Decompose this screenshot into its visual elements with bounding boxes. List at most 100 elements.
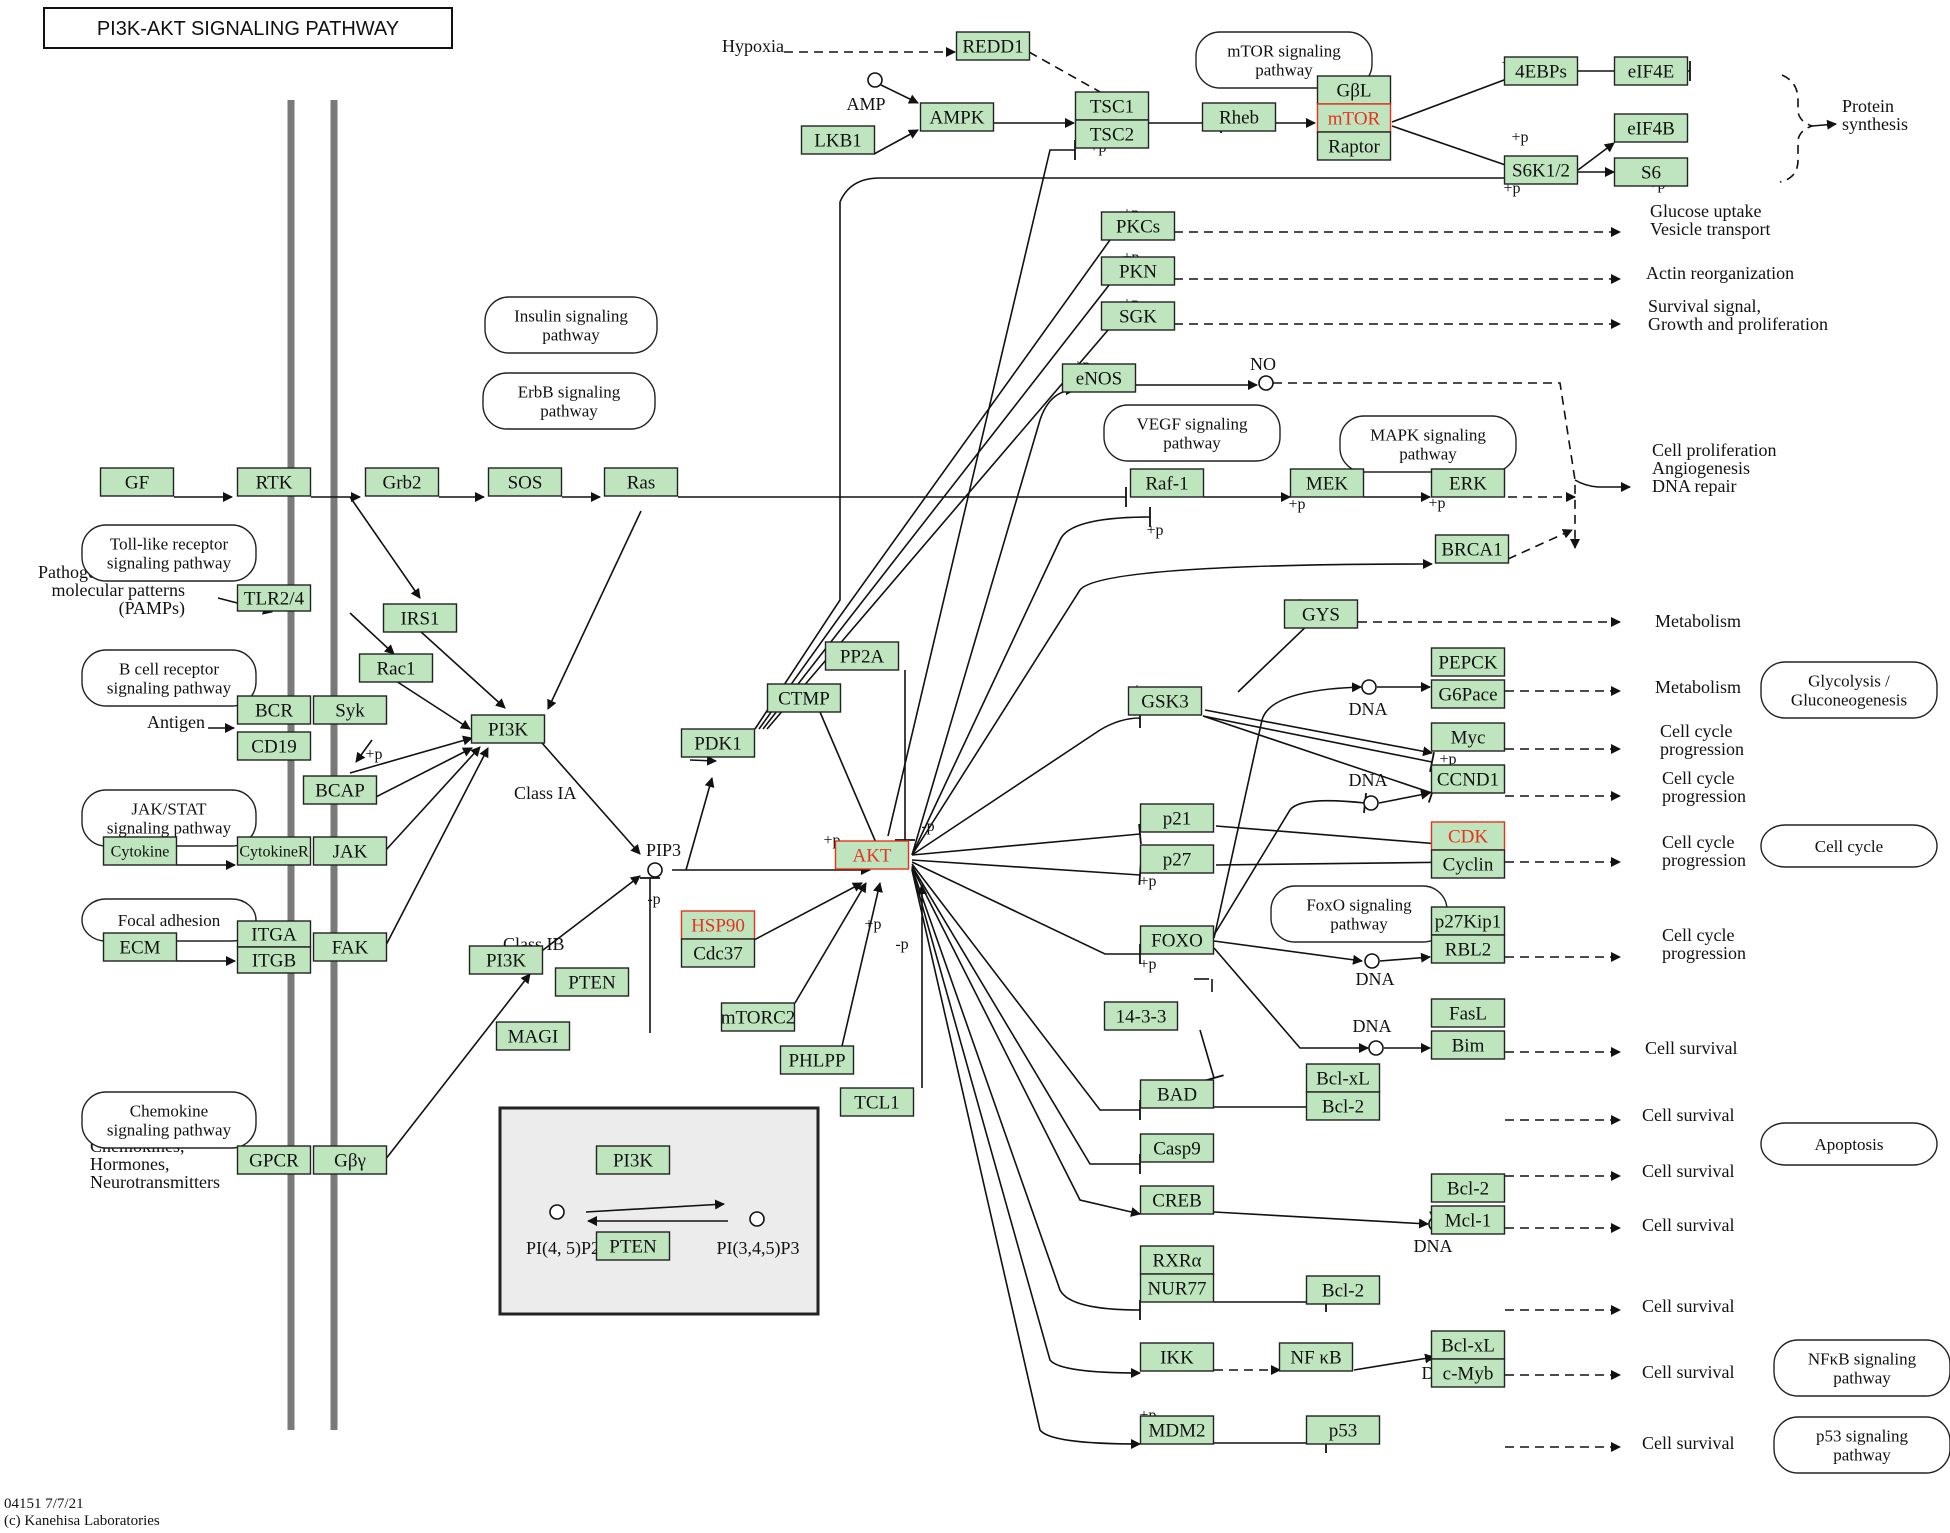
pathway-map-focal[interactable]: Focal adhesion [81, 898, 257, 942]
gene-cdc37[interactable]: Cdc37 [680, 938, 756, 968]
gene-enos[interactable]: eNOS [1061, 363, 1137, 393]
gene-bcl-xl[interactable]: Bcl-xL [1430, 1330, 1506, 1360]
gene-cdk[interactable]: CDK [1430, 821, 1506, 851]
gene-syk[interactable]: Syk [312, 695, 388, 725]
gene-pten[interactable]: PTEN [595, 1231, 671, 1261]
gene-hsp90[interactable]: HSP90 [680, 910, 756, 940]
gene-4ebps[interactable]: 4EBPs [1503, 56, 1579, 86]
gene-pten[interactable]: PTEN [554, 967, 630, 997]
gene-cytokine[interactable]: Cytokine [102, 836, 178, 866]
gene-lkb1[interactable]: LKB1 [800, 125, 876, 155]
pathway-map-cellcycle[interactable]: Cell cycle [1760, 824, 1938, 868]
gene-ikk[interactable]: IKK [1139, 1342, 1215, 1372]
gene-myc[interactable]: Myc [1430, 722, 1506, 752]
gene-erk[interactable]: ERK [1430, 468, 1506, 498]
gene-brca1[interactable]: BRCA1 [1434, 534, 1510, 564]
gene-itgb[interactable]: ITGB [236, 946, 312, 974]
gene-pi3k[interactable]: PI3K [595, 1145, 671, 1175]
gene-mtor[interactable]: mTOR [1316, 103, 1392, 133]
gene-pkcs[interactable]: PKCs [1100, 211, 1176, 241]
gene-jak[interactable]: JAK [312, 836, 388, 866]
gene-bad[interactable]: BAD [1139, 1079, 1215, 1109]
gene-bim[interactable]: Bim [1430, 1030, 1506, 1060]
gene-p53[interactable]: p53 [1305, 1415, 1381, 1445]
gene-casp9[interactable]: Casp9 [1139, 1133, 1215, 1163]
gene-14-3-3[interactable]: 14-3-3 [1103, 1001, 1179, 1031]
gene-eif4b[interactable]: eIF4B [1613, 113, 1689, 143]
gene-ccnd1[interactable]: CCND1 [1430, 764, 1506, 794]
gene-raptor[interactable]: Raptor [1316, 131, 1392, 161]
gene-mdm2[interactable]: MDM2 [1139, 1415, 1215, 1445]
gene-ecm[interactable]: ECM [102, 932, 178, 962]
gene-p27[interactable]: p27 [1139, 844, 1215, 874]
gene-g[interactable]: Gβγ [312, 1145, 388, 1175]
gene-akt[interactable]: AKT [834, 840, 910, 870]
gene-itga[interactable]: ITGA [236, 920, 312, 948]
gene-nur77[interactable]: NUR77 [1139, 1273, 1215, 1303]
gene-ras[interactable]: Ras [603, 467, 679, 497]
gene-pp2a[interactable]: PP2A [824, 641, 900, 671]
gene-c-myb[interactable]: c-Myb [1430, 1358, 1506, 1388]
gene-fasl[interactable]: FasL [1430, 998, 1506, 1028]
gene-fak[interactable]: FAK [312, 932, 388, 962]
gene-rtk[interactable]: RTK [236, 467, 312, 497]
pathway-map-apoptosis[interactable]: Apoptosis [1760, 1122, 1938, 1166]
gene-rxr[interactable]: RXRα [1139, 1245, 1215, 1275]
gene-ctmp[interactable]: CTMP [766, 683, 842, 713]
gene-phlpp[interactable]: PHLPP [779, 1045, 855, 1075]
gene-s6k1-2[interactable]: S6K1/2 [1503, 155, 1579, 185]
gene-g-l[interactable]: GβL [1316, 75, 1392, 105]
gene-grb2[interactable]: Grb2 [364, 467, 440, 497]
gene-cyclin[interactable]: Cyclin [1430, 849, 1506, 879]
gene-pkn[interactable]: PKN [1100, 256, 1176, 286]
gene-gys[interactable]: GYS [1283, 599, 1359, 629]
gene-rac1[interactable]: Rac1 [358, 653, 434, 683]
gene-pi3k[interactable]: PI3K [470, 714, 546, 744]
gene-mtorc2[interactable]: mTORC2 [721, 1002, 796, 1032]
gene-bcr[interactable]: BCR [236, 695, 312, 725]
gene-tcl1[interactable]: TCL1 [839, 1087, 915, 1117]
gene-creb[interactable]: CREB [1139, 1185, 1215, 1215]
gene-sgk[interactable]: SGK [1100, 301, 1176, 331]
gene-pdk1[interactable]: PDK1 [680, 728, 756, 758]
pathway-map-glyco[interactable]: Glycolysis /Gluconeogenesis [1760, 661, 1938, 719]
gene-bcap[interactable]: BCAP [302, 775, 378, 805]
gene-nf-b[interactable]: NF κB [1278, 1342, 1354, 1372]
gene-cd19[interactable]: CD19 [236, 731, 312, 761]
gene-sos[interactable]: SOS [487, 467, 563, 497]
gene-p21[interactable]: p21 [1139, 803, 1215, 833]
gene-pi3k[interactable]: PI3K [468, 945, 544, 975]
gene-gsk3[interactable]: GSK3 [1127, 686, 1203, 716]
gene-rbl2[interactable]: RBL2 [1430, 934, 1506, 964]
gene-irs1[interactable]: IRS1 [382, 603, 458, 633]
gene-gf[interactable]: GF [99, 467, 175, 497]
gene-magi[interactable]: MAGI [495, 1021, 571, 1051]
gene-cytokiner[interactable]: CytokineR [236, 836, 312, 866]
gene-raf-1[interactable]: Raf-1 [1129, 468, 1205, 498]
gene-tsc2[interactable]: TSC2 [1074, 119, 1150, 149]
gene-gpcr[interactable]: GPCR [236, 1145, 312, 1175]
gene-pepck[interactable]: PEPCK [1430, 647, 1506, 677]
gene-p27kip1[interactable]: p27Kip1 [1430, 906, 1506, 936]
gene-rheb[interactable]: Rheb [1201, 102, 1277, 132]
gene-s6[interactable]: S6 [1613, 157, 1689, 187]
gene-bcl-2[interactable]: Bcl-2 [1305, 1275, 1381, 1305]
gene-mek[interactable]: MEK [1289, 468, 1365, 498]
gene-ampk[interactable]: AMPK [919, 102, 995, 132]
gene-mcl-1[interactable]: Mcl-1 [1430, 1205, 1506, 1235]
gene-tsc1[interactable]: TSC1 [1074, 91, 1150, 121]
gene-redd1[interactable]: REDD1 [955, 31, 1031, 61]
gene-eif4e[interactable]: eIF4E [1613, 56, 1689, 86]
gene-foxo[interactable]: FOXO [1139, 925, 1215, 955]
